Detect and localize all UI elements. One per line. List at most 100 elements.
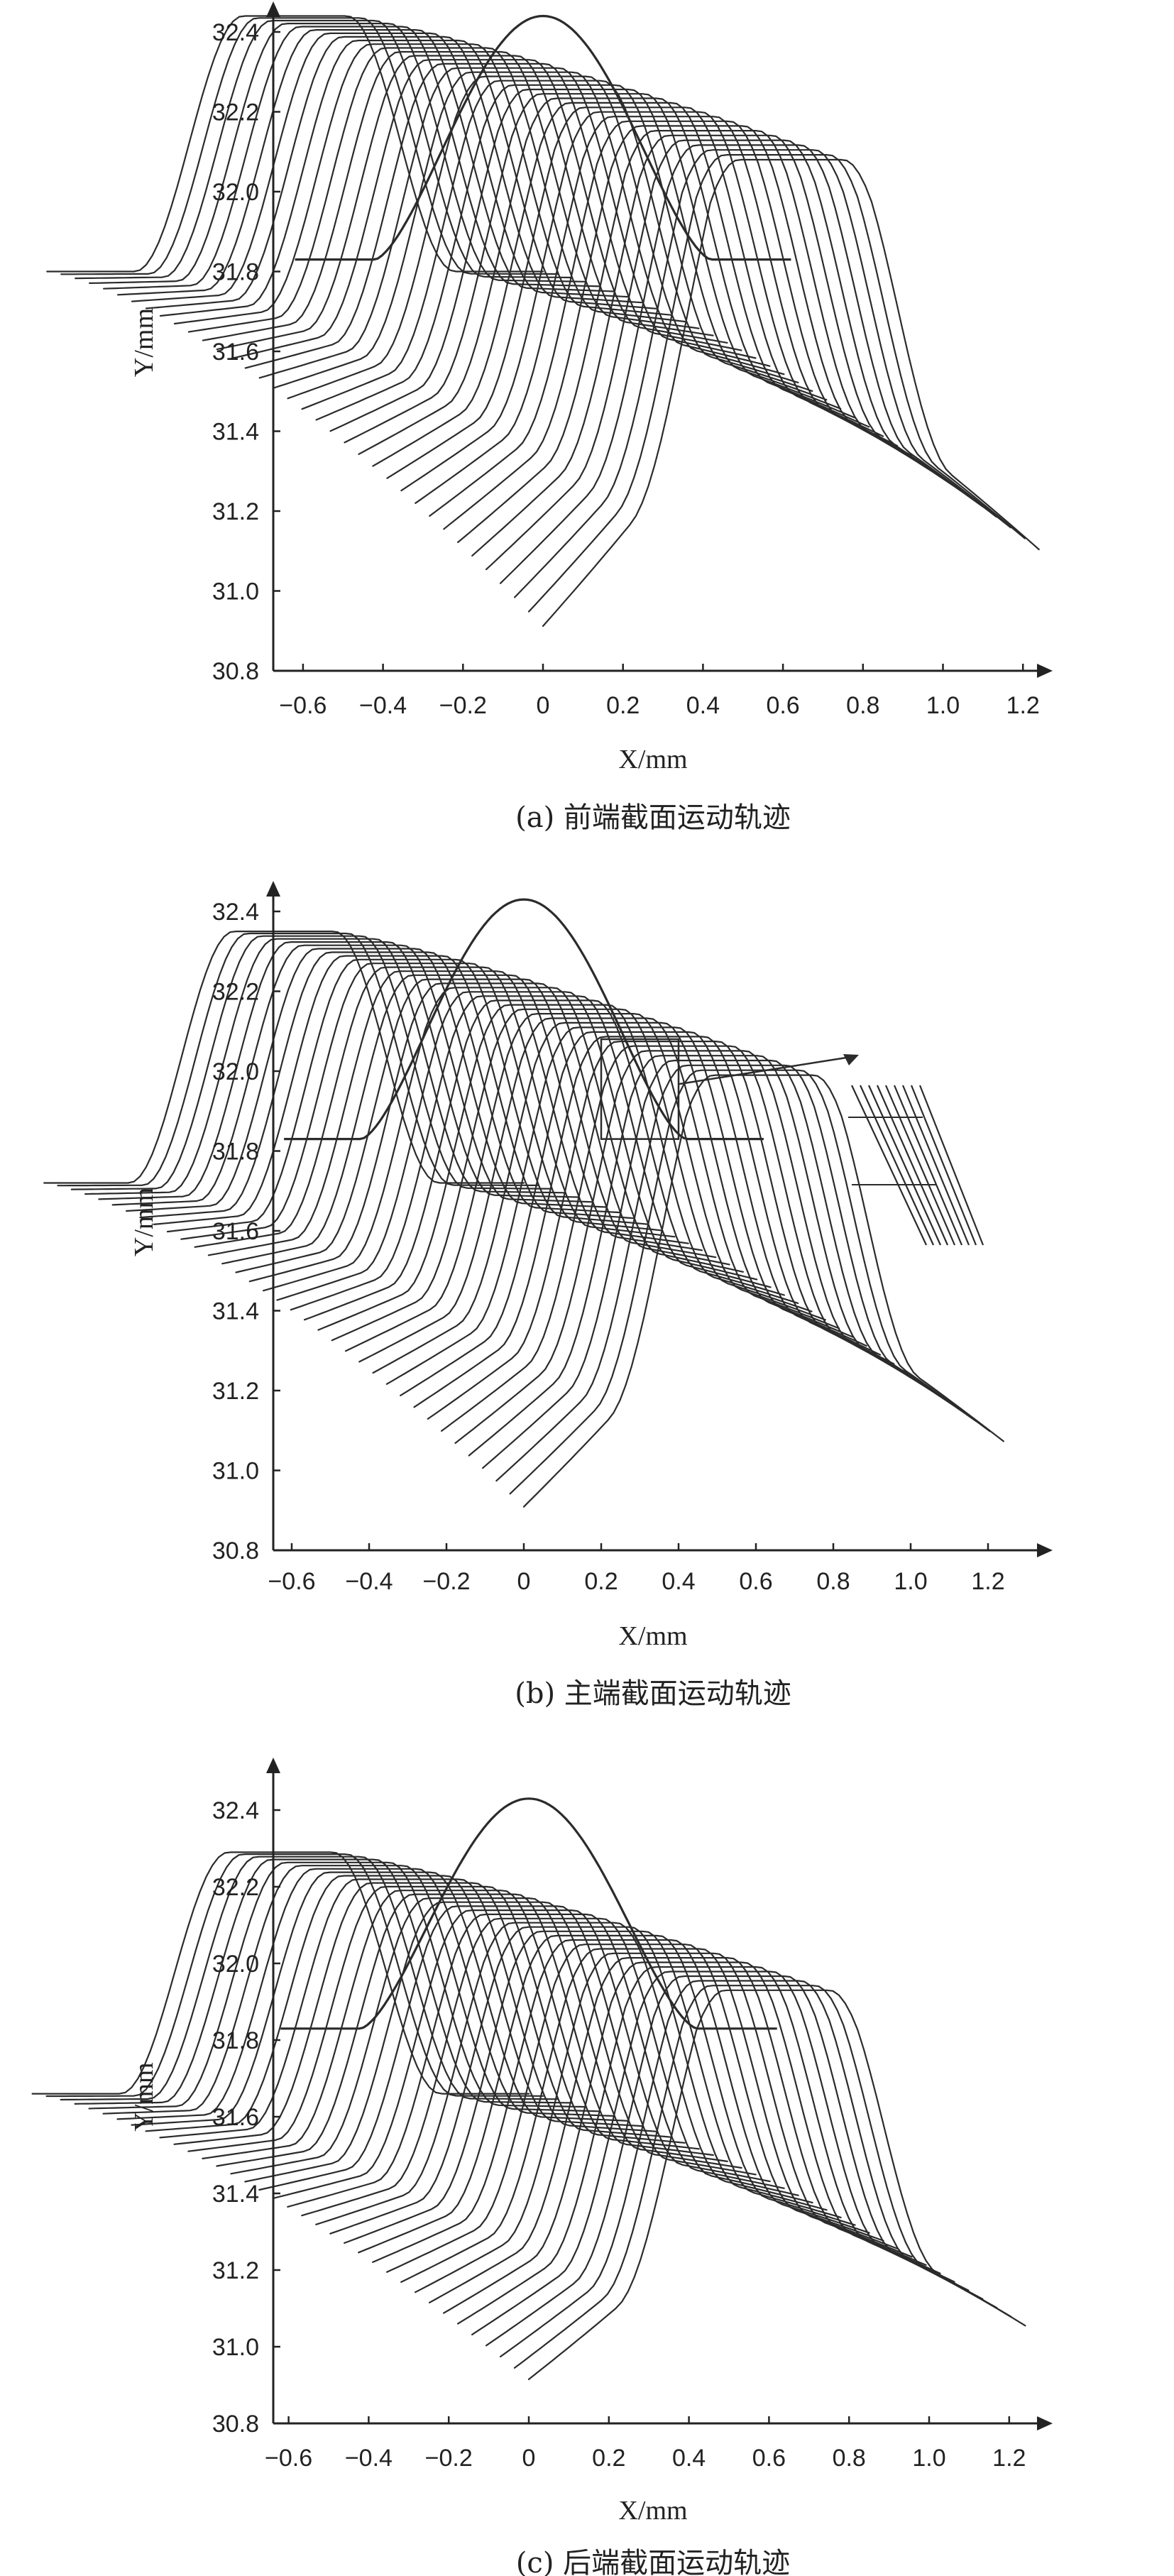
y-tick-label: 32.0 [212,179,259,206]
trajectory-curve [442,1961,941,2314]
trajectory-curve [386,106,884,479]
x-axis-title: X/mm [618,745,687,774]
trajectory-curve [499,144,997,584]
y-tick-label: 31.6 [212,1218,259,1245]
trajectory-curve [202,1890,700,2160]
x-tick-label: −0.2 [422,1568,470,1595]
x-tick-label: −0.6 [279,692,327,719]
trajectory-curve [358,97,856,455]
y-tick-label: 31.8 [212,259,259,286]
x-tick-label: 1.0 [912,2445,945,2472]
x-tick-label: 1.2 [971,1568,1004,1595]
trajectory-curve [301,80,799,410]
trajectory-curve [386,1944,884,2273]
figure-caption: (a) 前端截面运动轨迹 [515,801,791,834]
x-tick-label: 0 [537,692,550,719]
trajectory-curve [258,1905,757,2191]
x-tick-label: −0.4 [359,692,407,719]
zoom-inset [848,1085,984,1246]
zoom-arrow [678,1054,859,1085]
trajectory-curve [509,1069,991,1495]
figure-caption: (b) 主端截面运动轨迹 [515,1677,791,1710]
trajectory-curve [495,1064,977,1482]
trajectory-curve [400,111,899,492]
trajectory-curve [542,158,1040,627]
x-tick-label: −0.2 [439,692,487,719]
trajectory-curve [329,88,828,432]
y-tick-label: 31.8 [212,1139,259,1166]
trajectory-curve [301,1917,799,2217]
trajectory-curve [485,139,984,571]
trajectory-curve [304,999,786,1321]
trajectory-curve [287,75,785,400]
trajectory-curve [372,1021,854,1374]
y-axis-title: Y/mm [129,1188,159,1256]
y-tick-label: 30.8 [212,2411,259,2438]
trajectory-curve [46,15,544,273]
trajectory-curve [344,1013,826,1352]
y-axis-title: Y/mm [129,308,159,377]
trajectory-curve [187,47,686,333]
trajectory-curve [235,978,717,1273]
trajectory-curve [457,130,955,544]
trajectory-curve [385,1026,867,1385]
trajectory-curve [468,1055,950,1457]
trajectory-curve [43,930,525,1184]
y-tick-label: 31.8 [212,2027,259,2054]
trajectory-curve [454,1050,936,1445]
x-tick-label: 1.0 [894,1568,927,1595]
trajectory-curve [273,71,771,389]
y-tick-label: 31.0 [212,579,259,605]
trajectory-curve [329,1926,828,2235]
trajectory-curve [207,970,689,1256]
y-tick-label: 31.6 [212,339,259,366]
trajectory-curve [315,1922,813,2225]
trajectory-curve [70,935,552,1190]
x-tick-label: 0.6 [739,1568,772,1595]
x-tick-label: 0.2 [584,1568,618,1595]
y-axis-title: Y/mm [129,2062,159,2131]
y-tick-label: 32.4 [212,899,259,926]
x-tick-label: 0.8 [846,692,879,719]
x-axis-arrow [1037,2416,1053,2430]
trajectory-curve [263,987,745,1292]
nominal-profile-line [295,14,791,261]
y-tick-label: 31.0 [212,2334,259,2361]
trajectory-curve [75,19,573,280]
trajectory-curve [527,1989,1026,2381]
nominal-profile-line [284,898,764,1141]
trajectory-curve [358,1934,856,2254]
x-axis-title: X/mm [618,2496,687,2526]
trajectory-curve [173,43,671,325]
x-tick-label: −0.2 [425,2445,473,2472]
x-tick-label: 0.4 [672,2445,706,2472]
y-tick-label: 32.0 [212,1951,259,1978]
trajectory-curve [400,1948,899,2284]
trajectory-curve [372,102,870,467]
trajectory-curve [74,1858,573,2105]
y-tick-label: 32.2 [212,99,259,126]
trajectory-curve [244,62,742,369]
y-tick-label: 31.4 [212,419,259,446]
trajectory-curve [513,1985,1012,2369]
trajectory-curve [202,50,700,341]
x-tick-label: 0 [517,1568,531,1595]
x-tick-label: 1.0 [926,692,960,719]
x-tick-label: 0.2 [592,2445,625,2472]
trajectory-curve [57,932,539,1187]
nominal-profile-line [280,1797,777,2030]
y-axis-arrow [266,1758,280,1773]
trajectory-curve [522,1074,1004,1508]
trajectory-curve [216,1893,714,2167]
trajectory-curve [230,1897,728,2175]
x-tick-label: −0.6 [268,1568,315,1595]
y-tick-label: 32.2 [212,1874,259,1901]
trajectory-curve [415,116,913,504]
trajectory-curve [244,1901,742,2183]
trajectory-curve [471,134,970,557]
trajectory-curve [221,974,703,1265]
x-tick-label: 0.8 [833,2445,866,2472]
x-tick-label: 0.6 [766,692,799,719]
